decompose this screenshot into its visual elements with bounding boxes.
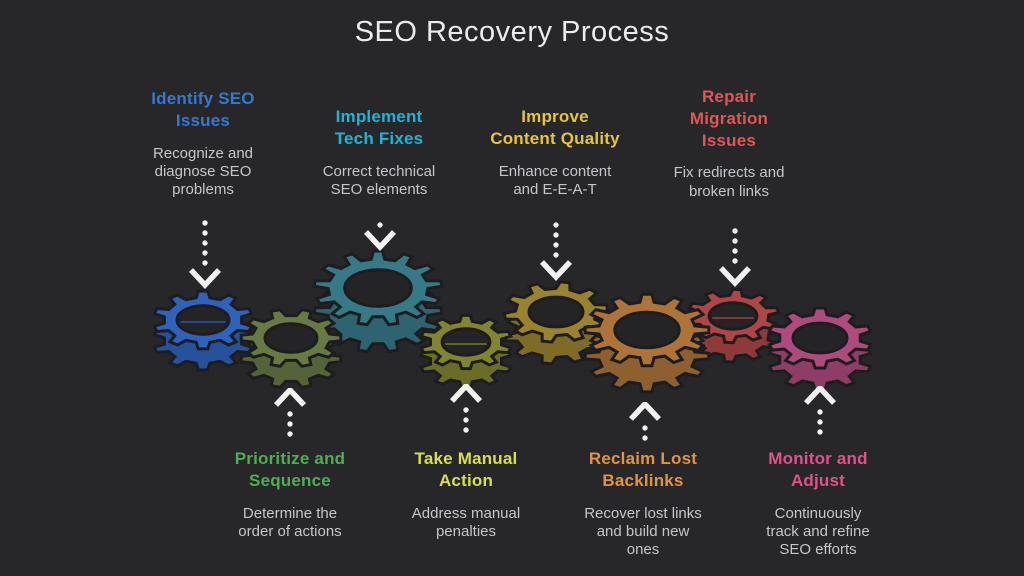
step-prioritize-and-sequence: Prioritize and Sequence Determine the or… xyxy=(197,448,383,541)
step-description: Recover lost links and build new ones xyxy=(584,504,702,559)
up-arrow-2 xyxy=(448,384,484,438)
step-description: Address manual penalties xyxy=(411,504,521,540)
step-implement-tech-fixes: Implement Tech Fixes Correct technical S… xyxy=(286,106,472,199)
down-arrow-4 xyxy=(717,226,753,290)
down-arrow-3 xyxy=(538,220,574,284)
step-description: Correct technical SEO elements xyxy=(322,162,436,198)
page-title: SEO Recovery Process xyxy=(354,16,670,48)
step-improve-content-quality: Improve Content Quality Enhance content … xyxy=(462,106,648,199)
step-description: Recognize and diagnose SEO problems xyxy=(152,144,254,199)
down-arrow-2 xyxy=(362,220,398,254)
step-monitor-and-adjust: Monitor and Adjust Continuously track an… xyxy=(725,448,911,559)
step-description: Enhance content and E-E-A-T xyxy=(498,162,612,198)
step-heading: Implement Tech Fixes xyxy=(334,107,424,148)
step-heading: Repair Migration Issues xyxy=(689,87,769,150)
step-identify-seo-issues: Identify SEO Issues Recognize and diagno… xyxy=(110,88,296,199)
step-heading: Prioritize and Sequence xyxy=(234,449,346,490)
step-description: Fix redirects and broken links xyxy=(673,164,785,200)
step-repair-migration-issues: Repair Migration Issues Fix redirects an… xyxy=(636,86,822,201)
step-description: Determine the order of actions xyxy=(238,504,342,540)
step-heading: Improve Content Quality xyxy=(490,107,620,148)
step-reclaim-lost-backlinks: Reclaim Lost Backlinks Recover lost link… xyxy=(550,448,736,559)
step-heading: Identify SEO Issues xyxy=(151,89,255,130)
up-arrow-4 xyxy=(802,386,838,440)
step-heading: Reclaim Lost Backlinks xyxy=(588,449,698,490)
step-description: Continuously track and refine SEO effort… xyxy=(766,504,870,559)
step-heading: Take Manual Action xyxy=(414,449,518,490)
up-arrow-1 xyxy=(272,388,308,442)
step-take-manual-action: Take Manual Action Address manual penalt… xyxy=(373,448,559,541)
down-arrow-1 xyxy=(187,218,223,292)
step-heading: Monitor and Adjust xyxy=(768,449,868,490)
up-arrow-3 xyxy=(627,402,663,446)
